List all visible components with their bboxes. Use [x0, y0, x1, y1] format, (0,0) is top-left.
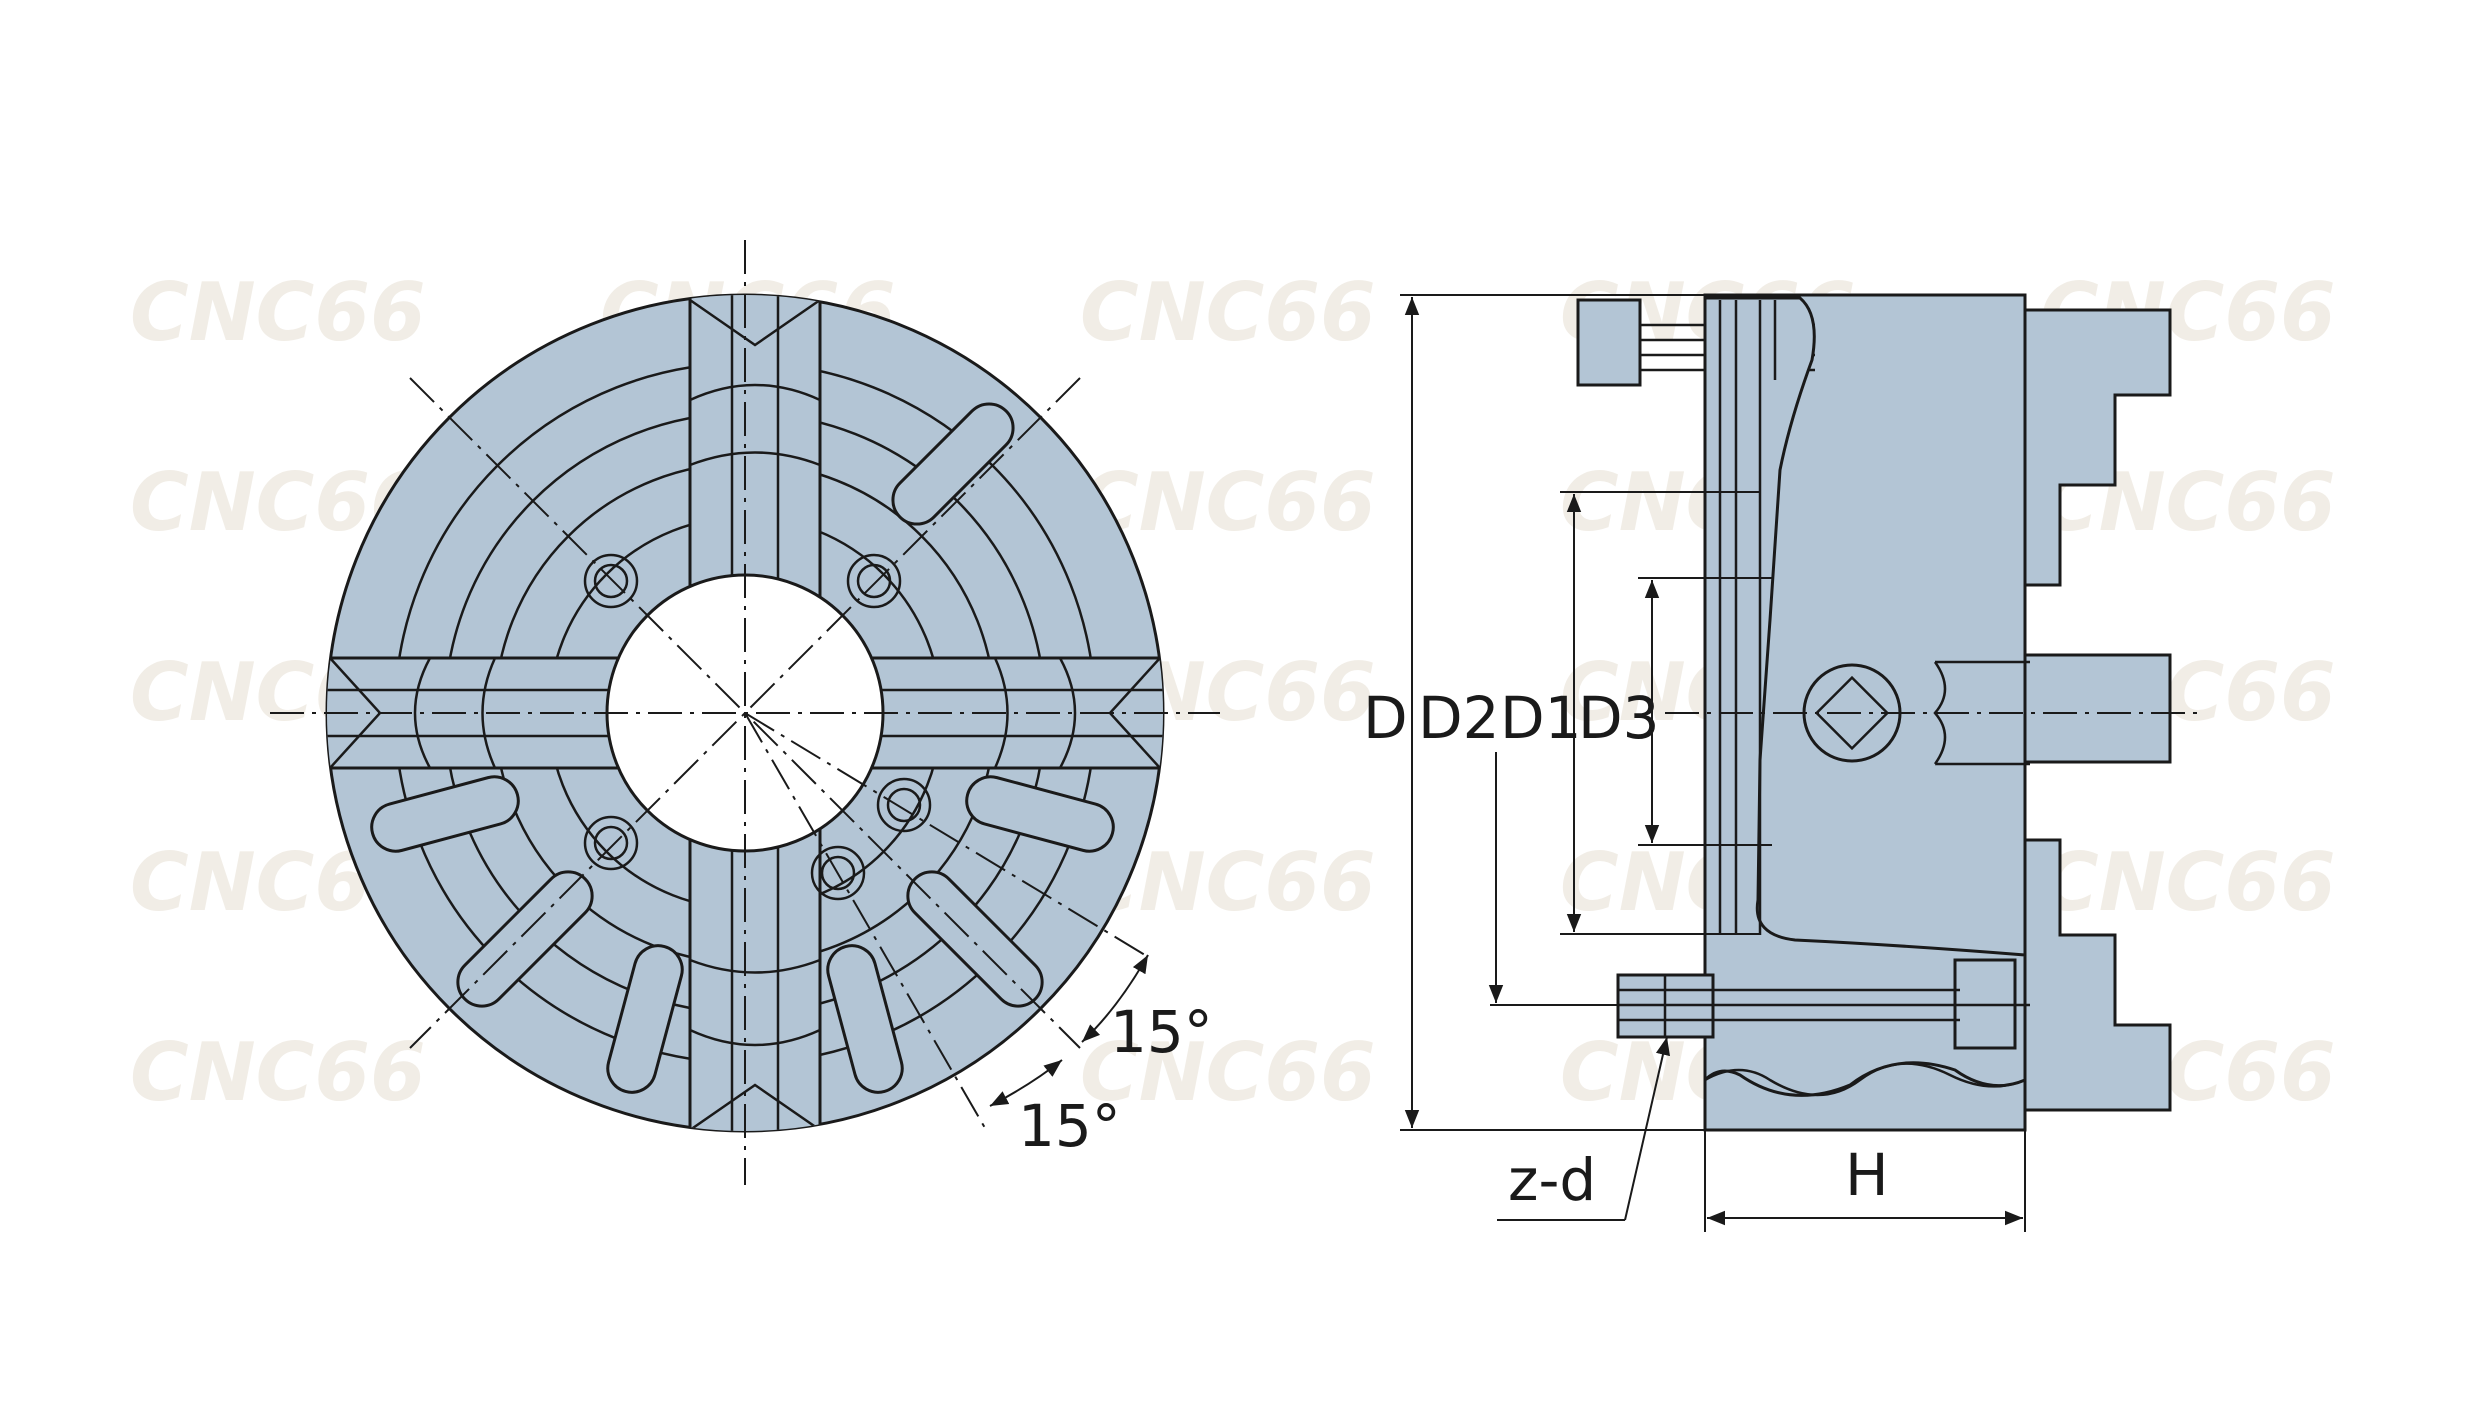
t-slot [370, 775, 520, 853]
mounting-hole [583, 553, 639, 609]
centerline-diag [409, 377, 1081, 1049]
t-slot [906, 870, 1044, 1008]
label-d1: D1 [1500, 684, 1582, 752]
label-z-d: z-d [1508, 1146, 1596, 1214]
jaw-profile-top [2023, 308, 2172, 587]
mounting-hole [876, 777, 932, 833]
watermark: CNC66 [1080, 456, 1376, 549]
jaw-profile-bottom [2023, 838, 2172, 1112]
t-slot [826, 944, 904, 1094]
front-view: 15° 15° [270, 240, 1220, 1185]
centerline-diag [409, 377, 1081, 1049]
label-h: H [1845, 1141, 1889, 1209]
t-slot [606, 944, 684, 1094]
break-line [1704, 1062, 2026, 1097]
side-view: D D2 D1 D3 z-d H [1363, 293, 2200, 1232]
label-d2: D2 [1418, 684, 1500, 752]
top-jaw-stub [1576, 298, 1642, 387]
angle-label: 15° [1110, 998, 1213, 1066]
centerline-30deg [744, 712, 986, 1129]
t-slot [965, 775, 1115, 853]
centerline-15deg [744, 712, 1146, 956]
watermark: CNC66 [2040, 836, 2336, 929]
watermark: CNC66 [130, 266, 426, 359]
watermark: CNC66 [130, 1026, 426, 1119]
watermark: CNC66 [1080, 266, 1376, 359]
angle-dim-arc [989, 1059, 1063, 1107]
mounting-hole [583, 815, 639, 871]
label-d: D [1363, 684, 1408, 752]
t-slot [456, 870, 594, 1008]
t-slot [891, 402, 1015, 526]
leader-z-d [1624, 1036, 1670, 1221]
angle-dim-arc [1081, 954, 1149, 1043]
mounting-hole [810, 845, 866, 901]
label-d3: D3 [1578, 684, 1660, 752]
jaw-profile-middle [2023, 653, 2172, 764]
square-socket [1814, 675, 1890, 751]
angle-label: 15° [1018, 1092, 1121, 1160]
mounting-hole [846, 553, 902, 609]
